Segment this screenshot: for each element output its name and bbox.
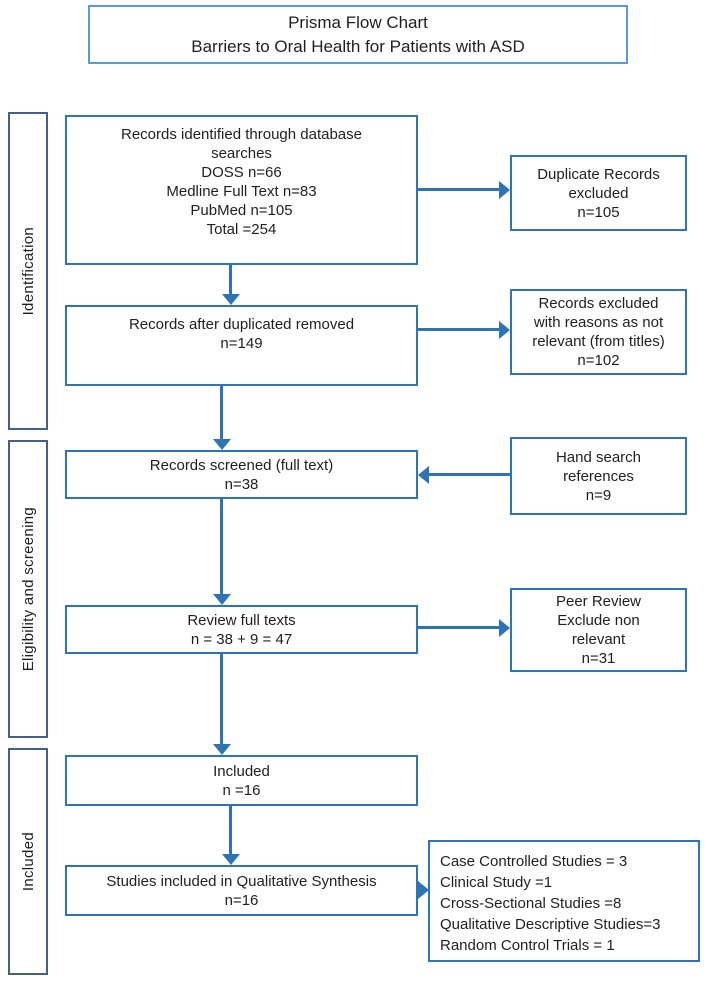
box-records-excluded-not-relevant-line: n=102 <box>577 352 620 369</box>
box-records-identified-line: DOSS n=66 <box>201 164 282 181</box>
arrow-included-to-synthesis-icon <box>222 806 240 865</box>
box-review-full-texts: Review full texts n = 38 + 9 = 47 <box>65 605 418 654</box>
arrow-screened-to-review-icon <box>213 499 231 605</box>
stage-label-eligibility-screening-text: Eligibility and screening <box>19 506 37 672</box>
stage-label-eligibility-screening: Eligibility and screening <box>8 440 48 738</box>
box-included-line: Included <box>213 762 270 780</box>
box-records-identified-line: searches <box>211 145 272 162</box>
stage-label-identification: Identification <box>8 112 48 430</box>
box-included-line: n =16 <box>222 781 261 799</box>
box-after-duplicates-removed: Records after duplicated removed n=149 <box>65 305 418 386</box>
stage-label-identification-text: Identification <box>19 226 37 316</box>
box-records-excluded-not-relevant-line: relevant (from titles) <box>532 333 665 350</box>
box-hand-search-references: Hand search references n=9 <box>510 437 687 515</box>
stage-label-included: Included <box>8 748 48 975</box>
arrow-identified-to-after-duplicates-icon <box>222 265 240 305</box>
arrow-identified-to-duplicates-excluded-icon <box>418 181 510 199</box>
box-peer-review-exclude-line: relevant <box>571 631 626 648</box>
box-records-excluded-not-relevant: Records excluded with reasons as not rel… <box>510 289 687 375</box>
box-peer-review-exclude-line: Exclude non <box>557 612 640 629</box>
title-box: Prisma Flow Chart Barriers to Oral Healt… <box>88 5 628 64</box>
title-line-2: Barriers to Oral Health for Patients wit… <box>191 36 525 56</box>
arrow-review-to-peer-review-icon <box>418 619 510 637</box>
box-records-identified-line: PubMed n=105 <box>190 202 293 219</box>
box-records-screened-line: n=38 <box>224 475 259 493</box>
box-review-full-texts-line: n = 38 + 9 = 47 <box>190 630 293 648</box>
box-duplicate-records-excluded: Duplicate Records excluded n=105 <box>510 155 687 231</box>
arrow-hand-search-to-screened-icon <box>418 466 510 484</box>
arrow-after-duplicates-to-screened-icon <box>213 386 231 450</box>
box-duplicate-records-excluded-line: n=105 <box>577 203 620 221</box>
box-study-types-line: Random Control Trials = 1 <box>440 937 615 954</box>
box-hand-search-references-line: n=9 <box>585 486 612 504</box>
arrow-review-to-included-icon <box>213 654 231 755</box>
box-hand-search-references-line: Hand search <box>555 448 642 466</box>
arrow-synthesis-to-study-types-icon <box>417 881 429 899</box>
box-qualitative-synthesis-line: Studies included in Qualitative Synthesi… <box>106 872 377 890</box>
box-included: Included n =16 <box>65 755 418 806</box>
box-duplicate-records-excluded-line: excluded <box>568 184 629 202</box>
box-qualitative-synthesis-line: n=16 <box>224 891 259 909</box>
title-line-1: Prisma Flow Chart <box>288 12 428 32</box>
box-peer-review-exclude-line: Peer Review <box>555 593 642 610</box>
box-study-types-line: Qualitative Descriptive Studies=3 <box>440 916 661 933</box>
box-records-screened-line: Records screened (full text) <box>149 456 334 474</box>
box-records-excluded-not-relevant-line: Records excluded <box>538 295 659 312</box>
box-records-identified-line: Medline Full Text n=83 <box>166 183 317 200</box>
box-records-screened: Records screened (full text) n=38 <box>65 450 418 499</box>
box-records-excluded-not-relevant-line: with reasons as not <box>533 314 664 331</box>
box-study-types: Case Controlled Studies = 3 Clinical Stu… <box>428 840 700 962</box>
box-records-identified-line: Records identified through database <box>121 126 362 143</box>
box-peer-review-exclude: Peer Review Exclude non relevant n=31 <box>510 588 687 672</box>
box-duplicate-records-excluded-line: Duplicate Records <box>537 165 660 183</box>
box-peer-review-exclude-line: n=31 <box>581 650 616 667</box>
box-review-full-texts-line: Review full texts <box>187 611 296 629</box>
arrow-after-duplicates-to-excluded-icon <box>418 321 510 339</box>
box-records-identified: Records identified through database sear… <box>65 115 418 265</box>
box-study-types-line: Clinical Study =1 <box>440 874 553 891</box>
box-hand-search-references-line: references <box>563 467 634 485</box>
box-records-identified-line: Total =254 <box>206 221 277 238</box>
stage-label-included-text: Included <box>19 831 37 892</box>
box-study-types-line: Cross-Sectional Studies =8 <box>440 895 622 912</box>
box-after-duplicates-removed-line: n=149 <box>220 335 263 352</box>
box-qualitative-synthesis: Studies included in Qualitative Synthesi… <box>65 865 418 916</box>
box-study-types-line: Case Controlled Studies = 3 <box>440 853 628 870</box>
box-after-duplicates-removed-line: Records after duplicated removed <box>128 316 355 333</box>
